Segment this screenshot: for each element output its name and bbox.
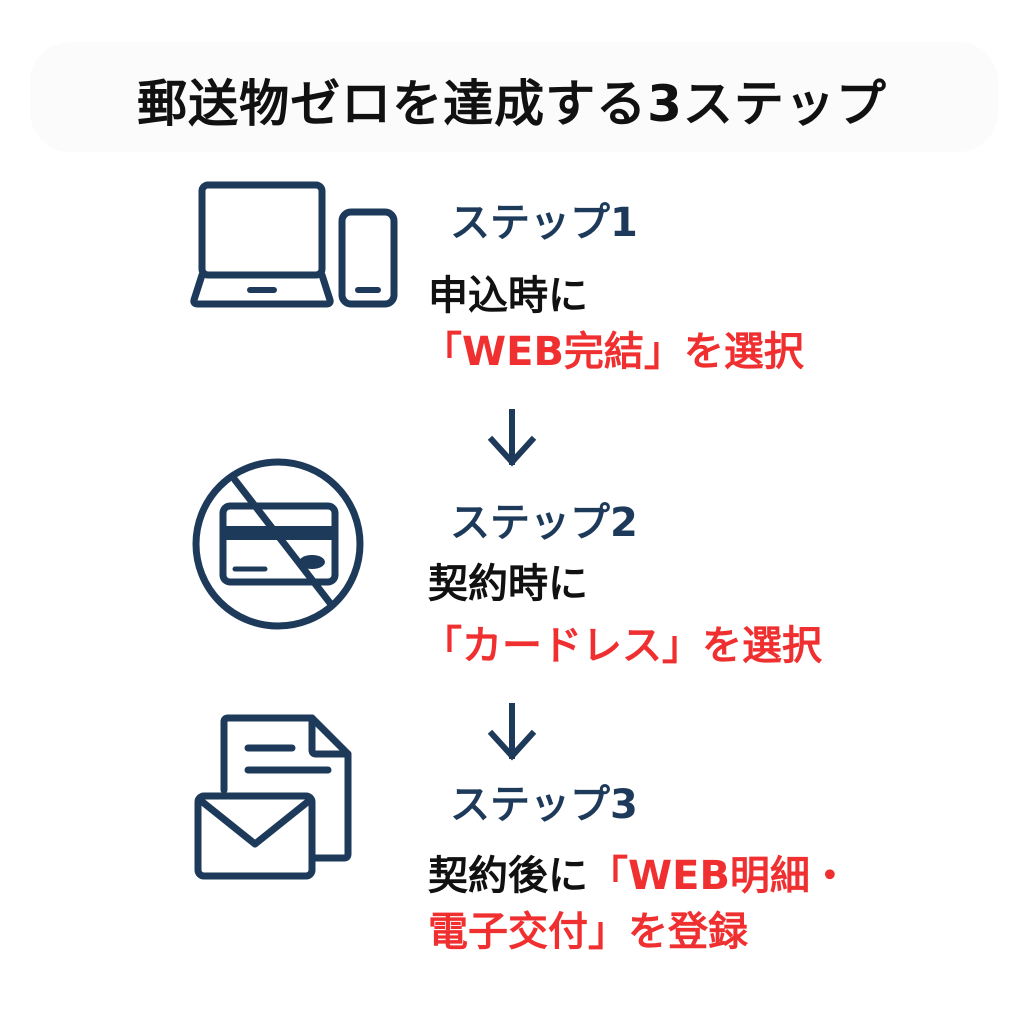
step-2-line-1: 契約時に (428, 561, 588, 607)
step-3-line-1-red: 「WEB明細・ (588, 853, 850, 899)
step-3-line-1-black: 契約後に (428, 853, 588, 899)
step-1-line-1: 申込時に (428, 273, 588, 319)
step-3-line-2: 電子交付」を登録 (428, 909, 748, 955)
step-3-description: 契約後に「WEB明細・ 電子交付」を登録 (428, 848, 850, 960)
step-3-label: ステップ3 (450, 782, 638, 828)
step-2-description: 契約時に 「カードレス」を選択 (422, 556, 822, 674)
step-1-line-2: 「WEB完結」を選択 (422, 329, 804, 375)
step-2-line-2: 「カードレス」を選択 (422, 623, 822, 669)
step-3-line-1: 契約後に「WEB明細・ (428, 848, 850, 904)
document-and-envelope-icon (194, 714, 352, 880)
no-credit-card-icon (192, 458, 364, 630)
down-arrow-icon (487, 409, 537, 467)
page-title: 郵送物ゼロを達成する3ステップ (137, 75, 887, 133)
step-1-description: 申込時に 「WEB完結」を選択 (422, 268, 804, 380)
step-2-label: ステップ2 (450, 500, 638, 546)
laptop-and-phone-icon (190, 181, 398, 308)
down-arrow-icon (487, 703, 537, 761)
title-panel (30, 42, 998, 152)
step-1-label: ステップ1 (450, 200, 638, 246)
